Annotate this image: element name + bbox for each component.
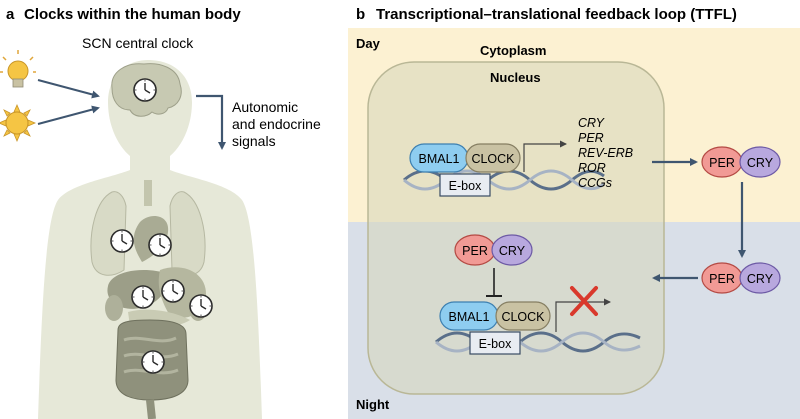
clock-label-night: CLOCK: [501, 310, 545, 324]
clock-label-day: CLOCK: [471, 152, 515, 166]
panel-a: a Clocks within the human body SCN centr…: [0, 6, 321, 419]
cry-label-day: CRY: [747, 156, 774, 170]
ebox-day: [439, 173, 491, 197]
intestine-clock-icon: [141, 350, 165, 374]
cry-label-nucleus: CRY: [499, 244, 526, 258]
autonomic-signals-arrow: [196, 94, 226, 150]
gene-rev-erb: REV-ERB: [578, 146, 633, 160]
ebox-label-day: E-box: [449, 179, 482, 193]
scn-label: SCN central clock: [82, 35, 194, 51]
trachea-icon: [144, 180, 152, 206]
cry-label-night: CRY: [747, 272, 774, 286]
per-label-night: PER: [709, 272, 735, 286]
cytoplasm-label: Cytoplasm: [480, 43, 546, 58]
per-label-nucleus: PER: [462, 244, 488, 258]
light-bulb-icon: [0, 50, 36, 88]
transcription-arrow-night: [555, 298, 611, 332]
day-label: Day: [356, 36, 381, 51]
gene-cry: CRY: [578, 116, 606, 130]
cry-protein-night: [739, 262, 781, 294]
cry-protein-nucleus: [491, 234, 533, 266]
cry-protein-day: [739, 146, 781, 178]
sun-to-brain-arrow: [37, 105, 100, 125]
transcription-arrow-day: [523, 140, 567, 172]
panel-b-letter: b: [356, 6, 365, 23]
blocked-x-icon: [570, 286, 598, 316]
heart-clock-icon: [148, 233, 172, 257]
bmal1-label-day: BMAL1: [419, 152, 460, 166]
left-kidney-icon: [105, 295, 123, 321]
ebox-night: [469, 331, 521, 355]
ebox-label-night: E-box: [479, 337, 512, 351]
signals-label-line-3: signals: [232, 133, 276, 149]
left-lung-icon: [90, 191, 127, 276]
clock-protein-day: [465, 143, 521, 173]
per-label-day: PER: [709, 156, 735, 170]
kidney-clock-icon: [189, 294, 213, 318]
clock-protein-night: [495, 301, 551, 331]
panel-b: b Transcriptional–translational feedback…: [348, 6, 800, 419]
sun-icon: [0, 103, 37, 143]
panel-a-letter: a: [6, 6, 15, 23]
gene-per: PER: [578, 131, 604, 145]
liver-clock-icon: [131, 285, 155, 309]
gene-ror: ROR: [578, 161, 606, 175]
nucleus-label: Nucleus: [490, 70, 541, 85]
stomach-clock-icon: [161, 279, 185, 303]
bmal1-label-night: BMAL1: [449, 310, 490, 324]
gene-ccgs: CCGs: [578, 176, 612, 190]
lung-clock-icon: [110, 229, 134, 253]
brain-clock-icon: [133, 78, 157, 102]
signals-label-line-2: and endocrine: [232, 116, 321, 132]
panel-a-title: Clocks within the human body: [24, 6, 241, 23]
panel-b-title: Transcriptional–translational feedback l…: [376, 6, 737, 23]
signals-label-line-1: Autonomic: [232, 99, 298, 115]
light-to-brain-arrow: [37, 79, 100, 99]
night-label: Night: [356, 397, 390, 412]
rectum-icon: [146, 399, 156, 419]
